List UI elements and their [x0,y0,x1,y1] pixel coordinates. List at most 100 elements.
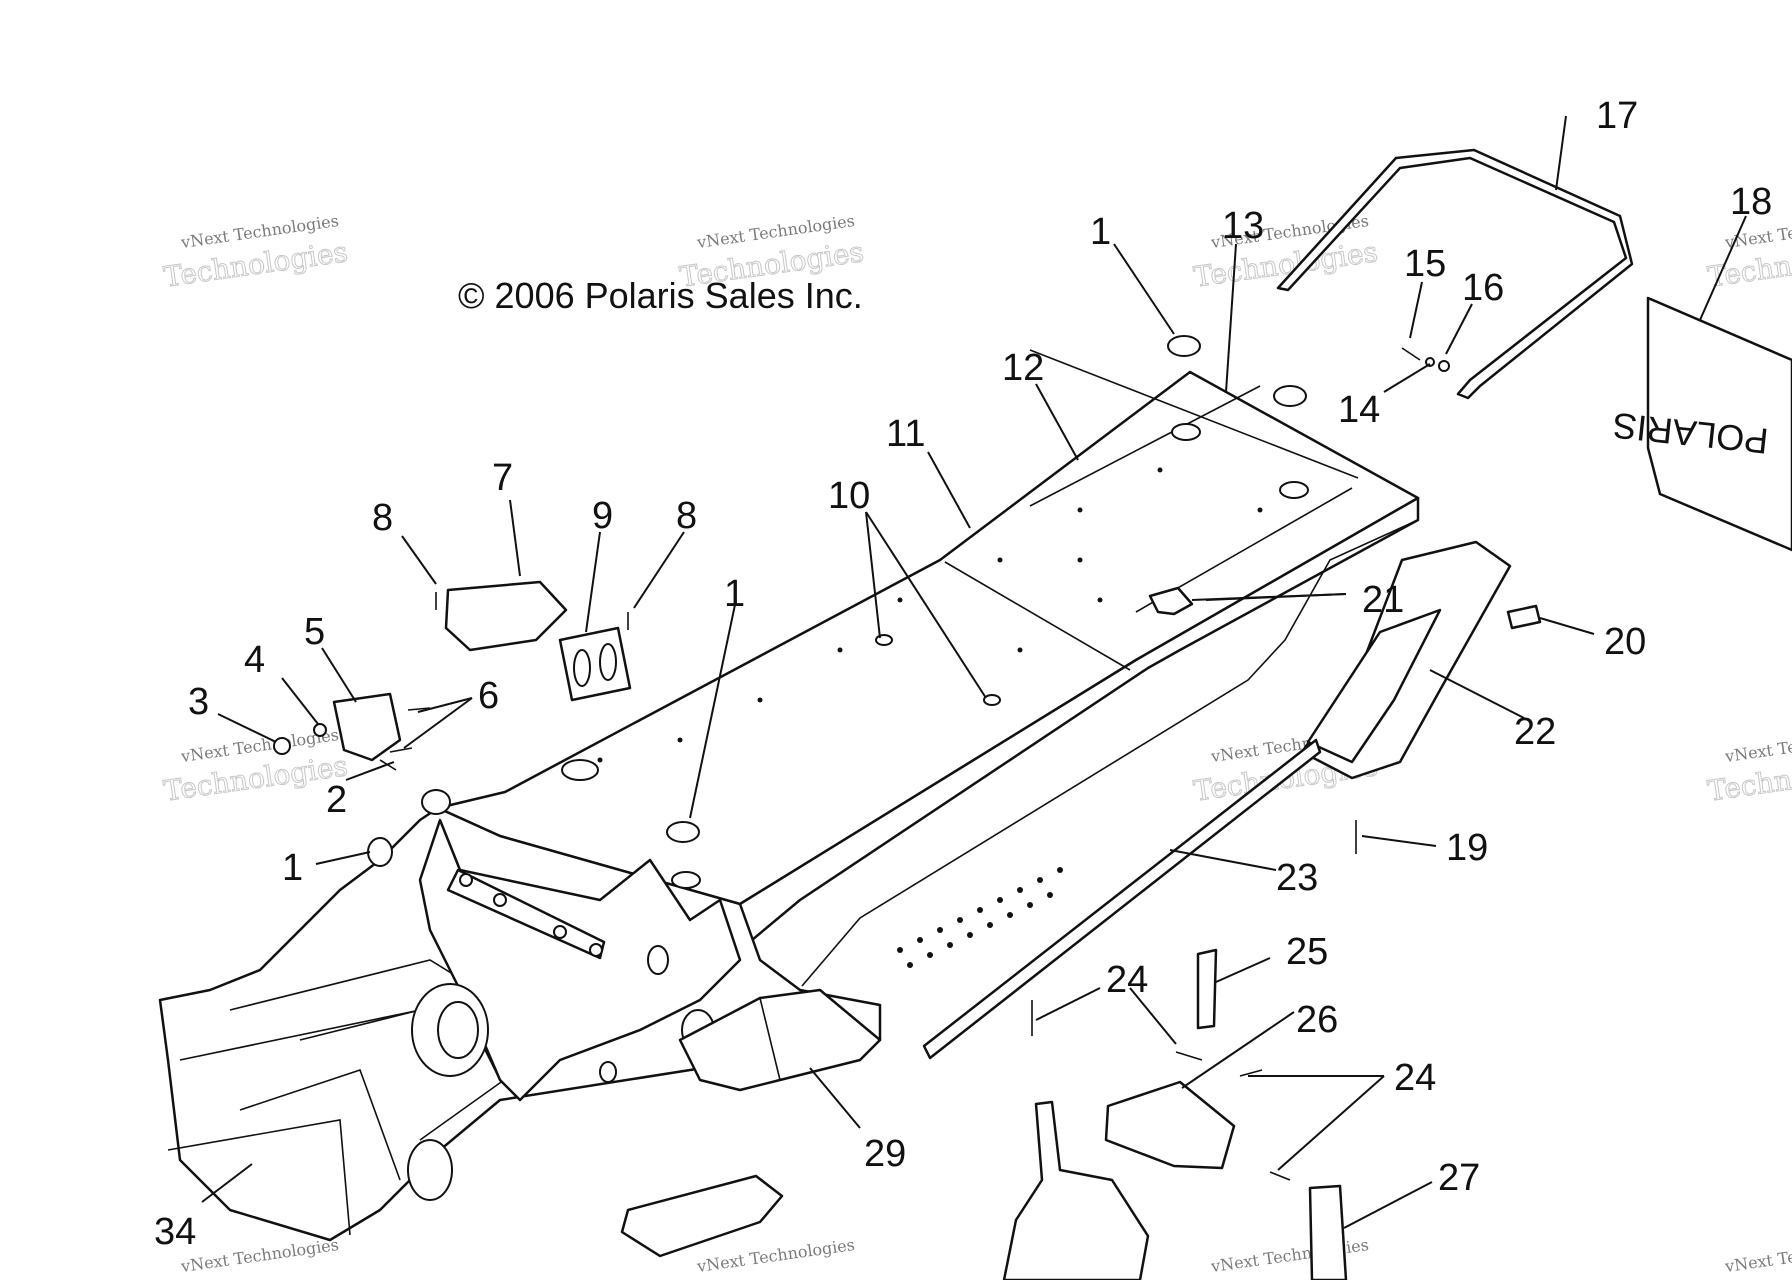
side-perforation-pattern [597,467,1263,968]
plate-part-9 [558,626,632,702]
reflector-part-21 [1148,586,1194,616]
callout-4: 4 [244,639,265,681]
deck-plug-hole [1171,423,1201,441]
steering-post-bushing [589,943,603,957]
watermark: vNext Technologies Technologies [161,211,350,294]
running-board-traction [1306,608,1442,764]
deck-fastener [875,634,893,646]
svg-text:vNext Technologies: vNext Technologies [1723,1235,1792,1276]
deck-crease [1029,385,1261,507]
svg-text:vNext Technologies: vNext Technologies [1723,725,1792,766]
callout-9: 9 [592,495,613,537]
callout-21: 21 [1362,579,1404,621]
rivet-part-24 [1269,1171,1291,1181]
callout-18: 18 [1730,181,1772,223]
callout-16: 16 [1462,267,1504,309]
bulkhead-crossmember [179,1009,421,1061]
callout-25: 25 [1286,931,1328,973]
callout-22: 22 [1514,711,1556,753]
watermark: vNext Technologies [179,1235,340,1276]
callout-29: 29 [864,1133,906,1175]
callout-17: 17 [1596,95,1638,137]
callout-3: 3 [188,681,209,723]
callout-27: 27 [1438,1157,1480,1199]
callout-19: 19 [1446,827,1488,869]
watermark: vNext Technologies [695,1235,856,1276]
lower-shield [620,1174,784,1258]
callout-24: 24 [1106,959,1148,1001]
washer-part-16 [1438,360,1450,372]
small-parts: POLARIS [273,148,1792,1280]
callout-20: 20 [1604,621,1646,663]
copyright-text: © 2006 Polaris Sales Inc. [458,275,863,316]
callout-1: 1 [1090,211,1111,253]
svg-text:vNext Technologies: vNext Technologies [179,1235,340,1276]
callout-13: 13 [1222,205,1264,247]
steering-post-bushing [493,893,507,907]
bulkhead-crossmember [167,1119,351,1236]
tunnel-flange [1029,349,1359,479]
rear-flap [1646,296,1792,552]
bulkhead-opening [647,945,669,975]
callout-6: 6 [478,675,499,717]
callout-10: 10 [828,475,870,517]
watermark: vNext Technologies [1723,1235,1792,1276]
bracket-part-27 [1308,1184,1348,1280]
plug-part-1 [666,821,700,843]
bulkhead-opening [407,1139,453,1201]
deck-seam [944,561,1131,671]
rivet-part-24 [1239,1069,1263,1077]
tunnel-rail [801,519,1419,987]
bolt-part-6 [389,747,413,753]
callout-8: 8 [372,497,393,539]
bulkhead-opening [437,1001,479,1059]
callout-labels: 1 13 17 18 15 16 14 12 11 10 7 8 9 8 1 5… [154,95,1772,1253]
callout-15: 15 [1404,243,1446,285]
decal-part-20 [1506,604,1542,630]
steering-post-bushing [553,925,567,939]
callout-1: 1 [282,847,303,889]
nut-part-14 [1425,357,1435,367]
callout-5: 5 [304,611,325,653]
plug-part-1 [1167,335,1201,357]
callout-23: 23 [1276,857,1318,899]
leader-lines [201,115,1747,1229]
handle-part-25 [1196,948,1218,1030]
callout-14: 14 [1338,389,1380,431]
chassis-tunnel [158,349,1420,1242]
deck-plug-hole [671,871,701,889]
callout-24: 24 [1394,1057,1436,1099]
bulkhead-crossmember [239,1068,401,1181]
nut-part-3 [273,737,291,755]
side-rail-part-23 [922,738,1322,1060]
plug-part-1 [1273,385,1307,407]
bracket-part-7 [444,580,568,652]
lower-bulkhead [1002,1100,1150,1280]
washer-part-4 [313,723,327,737]
bulkhead-opening [599,1061,617,1083]
callout-34: 34 [154,1211,196,1253]
deck-plug-hole [561,759,599,781]
callout-11: 11 [886,413,925,455]
callout-12: 12 [1002,347,1044,389]
steering-post-bushing [459,873,473,887]
bracket-part-26 [1104,1080,1236,1170]
plug-part-1 [421,789,451,815]
bracket-part-5 [332,692,402,762]
tunnel-side-wall [738,496,1420,952]
callout-2: 2 [326,779,347,821]
callout-8: 8 [676,495,697,537]
rear-grab-bar [1276,148,1634,400]
rivet-part-24 [1175,1051,1203,1061]
plug-part-1 [367,837,393,867]
watermark: vNext Technologies Technologies [1705,725,1792,808]
svg-text:vNext Technologies: vNext Technologies [695,1235,856,1276]
plate-opening [573,649,591,687]
callout-7: 7 [492,457,513,499]
callout-26: 26 [1296,999,1338,1041]
plate-opening [599,643,617,681]
bolt-part-6 [407,707,431,711]
deck-plug-hole [1279,481,1309,499]
ski-mount-bracket [678,988,882,1092]
